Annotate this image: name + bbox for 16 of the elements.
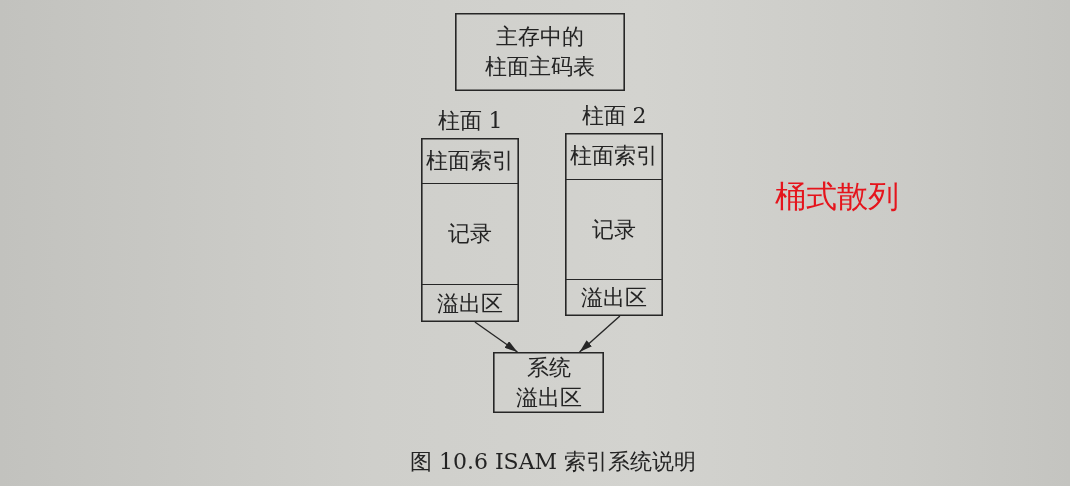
box-label: 柱面索引	[426, 146, 514, 175]
annotation-text: 桶式散列	[775, 177, 899, 216]
box-label: 柱面索引	[570, 142, 658, 170]
box-label: 记录	[448, 220, 492, 248]
arrow	[578, 315, 621, 353]
arrow	[474, 321, 519, 353]
overflow-box	[493, 352, 604, 413]
box-label: 溢出区	[437, 289, 503, 318]
figure-caption: 图 10.6 ISAM 索引系统说明	[409, 448, 697, 476]
table-box	[455, 13, 625, 91]
column-heading: 柱面 2	[581, 103, 647, 129]
box-label: 主存中的柱面主码表	[485, 23, 595, 81]
box-label: 系统溢出区	[515, 353, 582, 412]
box-label: 记录	[592, 215, 636, 244]
column-heading: 柱面 1	[437, 108, 503, 134]
box-label: 溢出区	[581, 284, 647, 312]
